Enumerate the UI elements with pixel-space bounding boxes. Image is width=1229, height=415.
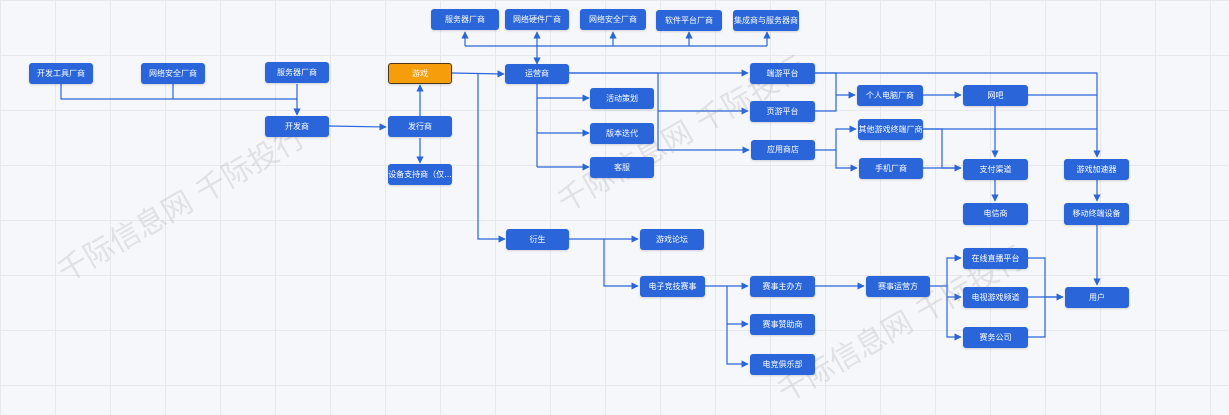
node-internet-cafe[interactable]: 网吧: [963, 85, 1028, 106]
node-esports-event[interactable]: 电子竞技赛事: [640, 276, 705, 297]
node-version-iteration[interactable]: 版本迭代: [590, 123, 654, 144]
edge-app-other: [815, 125, 857, 151]
edge-other-payment: [923, 128, 962, 172]
node-event-planning[interactable]: 活动策划: [590, 88, 654, 109]
node-event-sponsor[interactable]: 赛事赞助商: [750, 314, 815, 335]
edge-der-esports: [603, 239, 639, 290]
node-integrator[interactable]: 集成商与服务器商: [733, 10, 799, 31]
node-telecom[interactable]: 电信商: [963, 203, 1028, 225]
node-live-platform[interactable]: 在线直播平台: [963, 248, 1028, 269]
edge-web-pcvendor: [815, 95, 837, 112]
node-network-hardware-vendor[interactable]: 网络硬件厂商: [505, 9, 569, 30]
edge-eventop-fan: [930, 254, 962, 287]
node-game-forum[interactable]: 游戏论坛: [640, 229, 704, 250]
node-server-vendor-top[interactable]: 服务器厂商: [431, 9, 499, 30]
node-esports-club[interactable]: 电竞俱乐部: [750, 354, 815, 375]
node-tv-game-channel[interactable]: 电视游戏频道: [963, 287, 1028, 308]
node-server-vendor-left[interactable]: 服务器厂商: [265, 62, 329, 83]
edge-op-app: [657, 111, 750, 154]
node-pc-vendor[interactable]: 个人电脑厂商: [857, 85, 923, 106]
node-pc-game-platform[interactable]: 端游平台: [750, 63, 815, 84]
node-event-host[interactable]: 赛事主办方: [750, 276, 815, 297]
edge-op-web: [569, 72, 749, 115]
edge-dev-pub: [328, 123, 387, 131]
node-phone-vendor[interactable]: 手机厂商: [859, 158, 923, 179]
edge-pc-pcvendor: [815, 72, 856, 99]
node-payment-channel[interactable]: 支付渠道: [963, 159, 1028, 180]
node-other-terminal-vendor[interactable]: 其他游戏终端厂商: [858, 119, 923, 140]
node-device-support[interactable]: 设备支持商（仅...: [388, 164, 452, 185]
node-customer-service[interactable]: 客服: [590, 157, 654, 178]
node-software-platform-vendor[interactable]: 软件平台厂商: [656, 10, 722, 31]
node-mobile-device[interactable]: 移动终端设备: [1064, 203, 1129, 225]
edge-devtool: [60, 84, 297, 100]
node-event-operator[interactable]: 赛事运营方: [866, 276, 930, 297]
node-operator[interactable]: 运营商: [505, 64, 569, 84]
edge-eventop-tv: [946, 286, 962, 301]
edge-app-phone: [835, 150, 858, 172]
node-publisher[interactable]: 发行商: [388, 116, 452, 137]
node-game[interactable]: 游戏: [388, 63, 452, 84]
node-network-security-vendor-top[interactable]: 网络安全厂商: [580, 9, 646, 30]
node-derivative[interactable]: 衍生: [506, 229, 569, 250]
edge-eventop-co: [946, 297, 962, 341]
node-user[interactable]: 用户: [1065, 287, 1129, 308]
node-web-game-platform[interactable]: 页游平台: [750, 101, 815, 122]
edge-live-user: [1028, 257, 1064, 301]
node-devtool-vendor[interactable]: 开发工具厂商: [29, 63, 93, 84]
node-app-store[interactable]: 应用商店: [751, 140, 815, 160]
edge-co-user: [1028, 297, 1046, 338]
node-event-company[interactable]: 赛务公司: [963, 327, 1028, 348]
node-network-security-vendor-left[interactable]: 网络安全厂商: [141, 63, 205, 84]
edge-game-derivative: [477, 73, 506, 243]
edge-esports-sponsor: [726, 286, 749, 328]
node-developer[interactable]: 开发商: [265, 116, 329, 137]
edge-esports-club: [726, 324, 749, 368]
node-game-accelerator[interactable]: 游戏加速器: [1064, 159, 1129, 180]
